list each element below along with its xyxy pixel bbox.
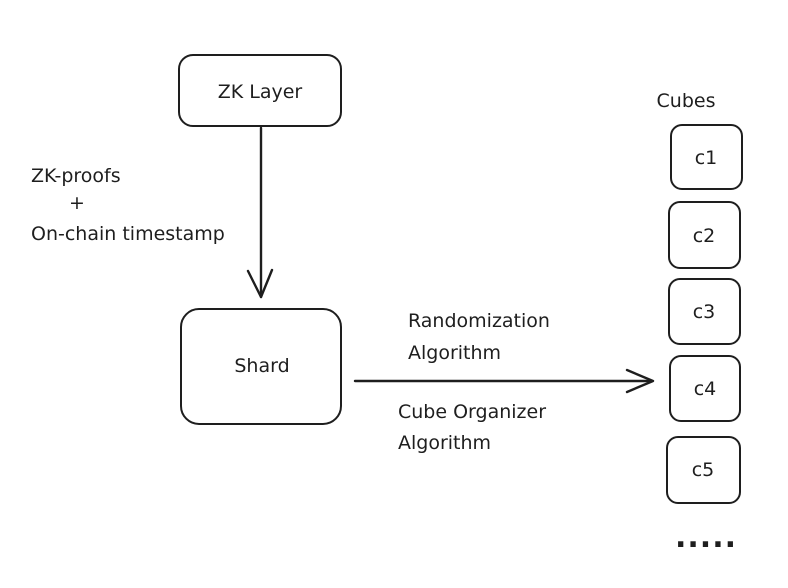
cube-label: c1: [695, 147, 718, 169]
cube-c1: c1: [670, 124, 743, 190]
cube-box: [668, 278, 741, 345]
cube-organizer-algorithm-label: Algorithm: [398, 432, 491, 454]
cubes-column: Cubes c1 c2 c3 c4 c5 .....: [657, 90, 743, 555]
shard-box: [180, 308, 342, 425]
zk-layer-box: [178, 54, 342, 127]
plus-label: +: [69, 192, 85, 214]
cube-organizer-label: Cube Organizer: [398, 401, 546, 423]
cube-box: [666, 436, 741, 504]
shard-to-cubes-arrowhead: [625, 368, 655, 394]
cube-c4: c4: [669, 355, 741, 422]
shard-to-cubes-arrow: [353, 368, 655, 394]
randomization-algorithm-label: Algorithm: [408, 342, 501, 364]
shard-to-cubes-edge-labels: Randomization Algorithm Cube Organizer A…: [398, 310, 550, 454]
cube-box: [669, 355, 741, 422]
cube-c5: c5: [666, 436, 741, 504]
more-cubes-ellipsis: .....: [675, 520, 737, 555]
cube-label: c3: [693, 301, 716, 323]
zk-to-shard-arrow: [246, 126, 274, 299]
shard-node: Shard: [180, 308, 342, 425]
cube-label: c2: [693, 225, 716, 247]
zk-proofs-label: ZK-proofs: [31, 165, 121, 187]
zk-layer-node: ZK Layer: [178, 54, 342, 127]
cubes-title: Cubes: [657, 90, 716, 112]
shard-label: Shard: [234, 355, 289, 377]
on-chain-timestamp-label: On-chain timestamp: [31, 223, 225, 245]
zk-to-shard-edge-label: ZK-proofs + On-chain timestamp: [31, 165, 225, 245]
cube-box: [668, 201, 741, 269]
cube-c3: c3: [668, 278, 741, 345]
zk-to-shard-arrowhead: [246, 268, 274, 299]
cube-label: c5: [692, 459, 715, 481]
cube-label: c4: [694, 378, 717, 400]
zk-layer-label: ZK Layer: [218, 81, 303, 103]
cube-box: [670, 124, 743, 190]
cube-c2: c2: [668, 201, 741, 269]
randomization-label: Randomization: [408, 310, 550, 332]
